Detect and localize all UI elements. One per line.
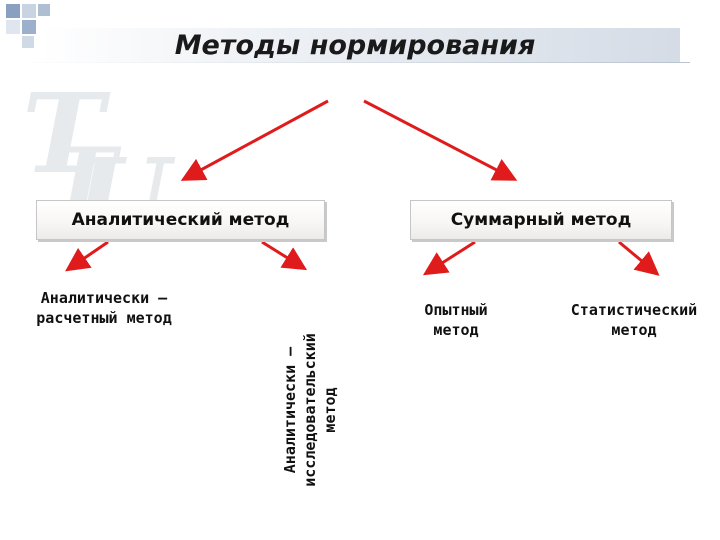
statistical-line-2: метод — [611, 321, 657, 339]
analytic-research-line-2: исследовательский — [301, 333, 319, 487]
svg-text:T: T — [22, 69, 111, 198]
decor-square-3 — [38, 4, 50, 16]
arrow-summary-to-statistical — [618, 240, 660, 276]
arrow-title-to-analytic — [180, 99, 329, 181]
decor-square-1 — [6, 4, 20, 18]
analytic-research-method: Аналитически – исследовательский метод — [280, 310, 340, 510]
page-title: Методы нормирования — [174, 30, 536, 61]
decor-square-6 — [22, 36, 34, 48]
experimental-line-1: Опытный — [424, 301, 488, 319]
analytic-calc-line-1: Аналитически – — [40, 289, 168, 307]
statistical-line-1: Статистический — [570, 301, 698, 319]
arrow-analytic-to-research — [261, 240, 308, 271]
arrow-analytic-to-calc — [65, 240, 109, 272]
analytic-research-line-1: Аналитически – — [281, 346, 299, 474]
title-divider — [10, 62, 690, 63]
decor-square-5 — [22, 20, 36, 34]
analytic-method-box: Аналитический метод — [36, 200, 325, 240]
analytic-method-label: Аналитический метод — [71, 210, 290, 230]
summary-method-label: Суммарный метод — [450, 210, 632, 230]
summary-method-box: Суммарный метод — [410, 200, 672, 240]
decor-square-4 — [6, 20, 20, 34]
arrow-summary-to-experimental — [422, 240, 476, 276]
title-bar — [40, 28, 680, 62]
experimental-line-2: метод — [433, 321, 479, 339]
svg-text:U: U — [74, 134, 176, 262]
arrow-title-to-summary — [363, 99, 518, 181]
decor-square-2 — [22, 4, 36, 18]
statistical-method: Статистический метод — [548, 300, 720, 340]
analytic-calc-line-2: расчетный метод — [36, 309, 172, 327]
experimental-method: Опытный метод — [398, 300, 514, 340]
analytic-research-line-3: метод — [321, 387, 339, 433]
analytic-calc-method: Аналитически – расчетный метод — [4, 288, 204, 328]
